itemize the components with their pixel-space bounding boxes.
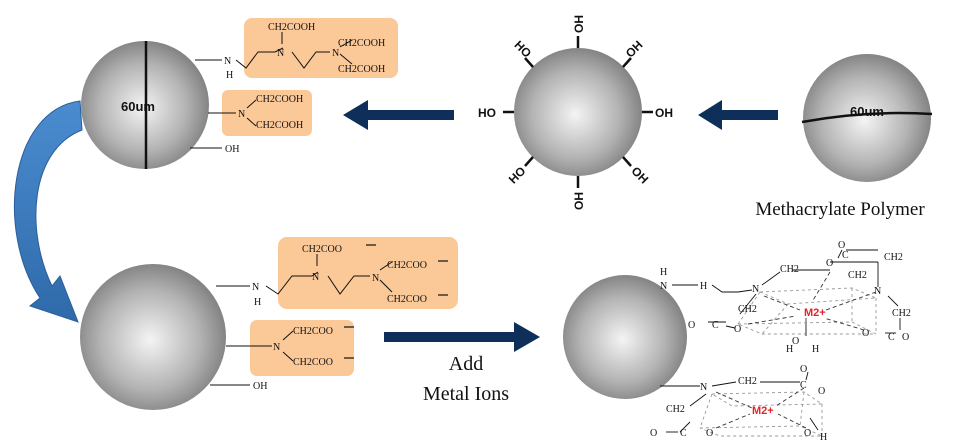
chelate-c-1: C	[842, 250, 849, 261]
chelate-o-11: O	[706, 428, 713, 439]
chelate-ch2-6: CH2	[738, 376, 757, 387]
oh-top: OH	[572, 15, 586, 33]
arrow-hydroxyl-to-ligand	[343, 100, 454, 130]
hydroxyl-bead	[514, 48, 642, 176]
chem-ch2coo-1: CH2COO	[302, 244, 342, 255]
chem-ch2coo-3: CH2COO	[387, 294, 427, 305]
chelate-h-1: H	[660, 267, 667, 278]
chelate-o-4: O	[862, 328, 869, 339]
chelate-o-2: O	[838, 240, 845, 251]
ho-left: HO	[478, 106, 496, 120]
chem-n-top-3: N	[332, 48, 339, 59]
chem-ch2coo-4: CH2COO	[293, 326, 333, 337]
polymer-bead-diameter-line	[801, 111, 933, 124]
chelate-o-9: O	[818, 386, 825, 397]
metal-ion-lower: M2+	[752, 405, 774, 417]
oh-right: OH	[655, 106, 673, 120]
chelate-ch2-5: CH2	[738, 304, 757, 315]
curved-arrow	[14, 100, 83, 323]
chelate-h-2: H	[700, 281, 707, 292]
ligand-bead-group: 60um N H N N CH2COOH CH2COOH CH2COOH N C…	[81, 18, 398, 169]
arrow-polymer-to-hydroxyl	[698, 100, 778, 130]
hydroxyl-bead-group: OH OH HO OH HO OH HO OH	[478, 15, 673, 210]
chem-h-top: H	[226, 70, 233, 81]
chelate-ch2-4: CH2	[892, 308, 911, 319]
carboxylate-box-middle	[250, 320, 354, 376]
polymer-bead-group: 60um Methacrylate Polymer	[755, 54, 933, 220]
chelate-h-3: H	[786, 344, 793, 355]
chelate-ch2-3: CH2	[848, 270, 867, 281]
chelate-o-8: O	[800, 364, 807, 375]
chelate-c-4: C	[800, 380, 807, 391]
chem-ch2cooh-2: CH2COOH	[338, 38, 385, 49]
metal-ions-label: Metal Ions	[423, 383, 509, 405]
oh-top-right: OH	[623, 38, 646, 61]
chem-oh-bot: OH	[253, 381, 267, 392]
chem-ch2coo-5: CH2COO	[293, 357, 333, 368]
chem-n-bot-mid: N	[273, 342, 280, 353]
chelate-h-4: H	[812, 344, 819, 355]
oh-bottom: OH	[572, 192, 586, 210]
chelate-bead	[563, 275, 687, 399]
chelate-c-3: C	[712, 320, 719, 331]
chelate-n-4: N	[700, 382, 707, 393]
chelate-h-5: H	[820, 432, 827, 443]
polymer-bead	[803, 54, 931, 182]
ho-bottom-left: HO	[506, 164, 529, 187]
chelate-o-1: O	[826, 258, 833, 269]
chelate-o-5: O	[688, 320, 695, 331]
chelate-o-7: O	[792, 336, 799, 347]
chem-n-bot-2: N	[312, 272, 319, 283]
chelate-o-3: O	[902, 332, 909, 343]
chelate-n-3: N	[874, 286, 881, 297]
chem-ch2cooh-1: CH2COOH	[268, 22, 315, 33]
oh-bottom-right: OH	[629, 164, 652, 187]
carboxylate-bead	[80, 264, 226, 410]
chelate-c-2: C	[888, 332, 895, 343]
chelate-ch2-2: CH2	[884, 252, 903, 263]
chem-ch2cooh-4: CH2COOH	[256, 94, 303, 105]
carboxylate-bead-group: N H N N CH2COO CH2COO CH2COO N CH2COO CH…	[80, 237, 458, 410]
polymer-label: Methacrylate Polymer	[755, 199, 925, 220]
chelate-n-2: N	[752, 284, 759, 295]
ligand-box-middle	[222, 90, 312, 136]
polymer-bead-size-label: 60um	[850, 104, 884, 119]
chelate-o-10: O	[650, 428, 657, 439]
chem-n-top-2: N	[277, 48, 284, 59]
chelate-ch2-7: CH2	[666, 404, 685, 415]
chelate-ch2-1: CH2	[780, 264, 799, 275]
ho-top-left: HO	[512, 38, 535, 61]
add-label: Add	[449, 353, 483, 375]
chelate-bead-group: H N H N CH2 O O C CH2 CH2 N CH2 C O O O …	[563, 240, 911, 443]
chelate-c-5: C	[680, 428, 687, 439]
chelate-o-6: O	[734, 324, 741, 335]
chem-oh-top: OH	[225, 144, 239, 155]
chem-ch2coo-2: CH2COO	[387, 260, 427, 271]
arrow-add-metal: Add Metal Ions	[384, 322, 540, 405]
chem-n-mid: N	[238, 109, 245, 120]
chem-n-bot-1: N	[252, 282, 259, 293]
chelate-o-12: O	[804, 428, 811, 439]
chelate-n-1: N	[660, 281, 667, 292]
chem-ch2cooh-5: CH2COOH	[256, 120, 303, 131]
chem-n-bot-3: N	[372, 273, 379, 284]
carboxylate-box-top	[278, 237, 458, 309]
chem-ch2cooh-3: CH2COOH	[338, 64, 385, 75]
chem-h-bot: H	[254, 297, 261, 308]
chem-n-top-1: N	[224, 56, 231, 67]
ligand-bead-size-label: 60um	[121, 99, 155, 114]
metal-ion-upper: M2+	[804, 307, 826, 319]
